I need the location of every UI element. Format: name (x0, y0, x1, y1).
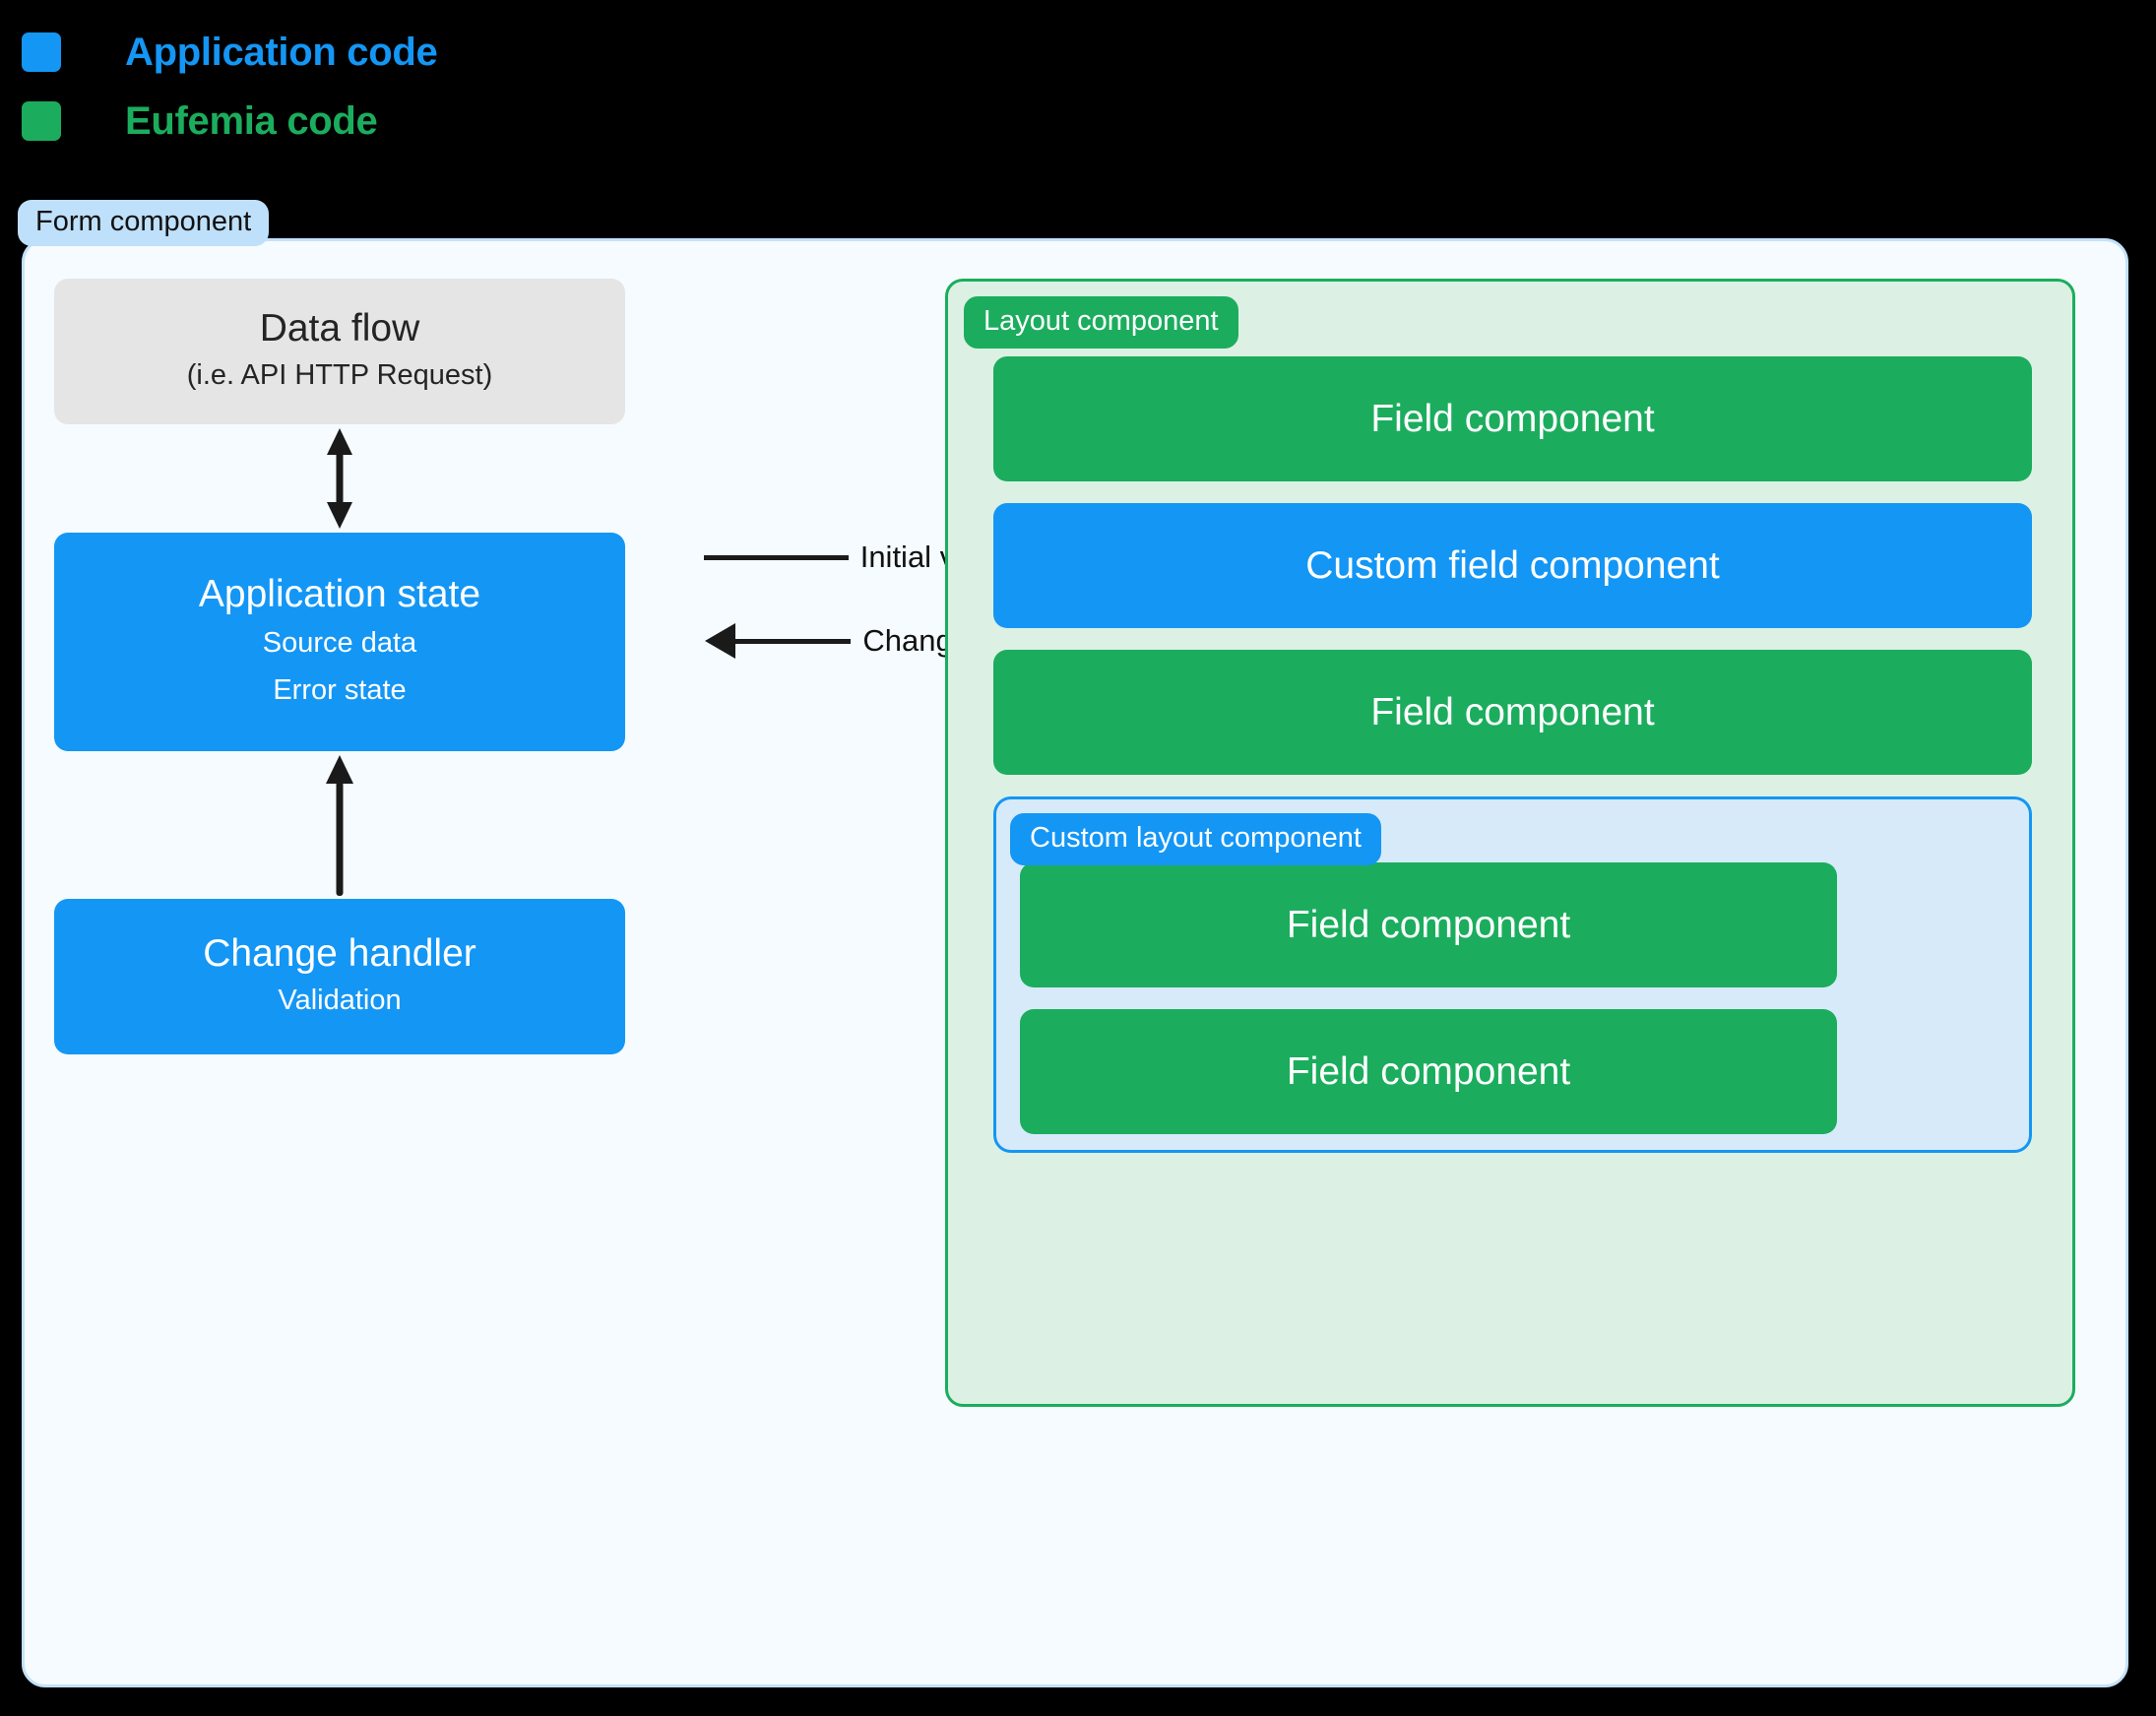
field-component-3: Field component (1020, 862, 1837, 987)
legend-swatch-application-code (22, 32, 61, 72)
arrow-line-left (704, 554, 849, 560)
node-application-state-title: Application state (198, 572, 481, 615)
custom-layout-component-children: Field component Field component (1020, 862, 1837, 1134)
layout-component-badge: Layout component (964, 296, 1238, 349)
up-arrow-icon (326, 755, 353, 896)
custom-layout-component-badge: Custom layout component (1010, 813, 1381, 865)
arrow-left-icon (705, 623, 735, 659)
field-component-2-label: Field component (1370, 690, 1655, 733)
node-change-handler-subtitle: Validation (278, 985, 402, 1017)
layout-component-children: Field component Custom field component F… (993, 356, 2032, 1153)
legend-item-eufemia-code: Eufemia code (22, 87, 437, 156)
custom-field-component-label: Custom field component (1305, 543, 1720, 587)
arrow-line-left (735, 638, 852, 644)
node-application-state-sub-2: Error state (273, 674, 407, 707)
node-change-handler: Change handler Validation (54, 899, 625, 1054)
legend-swatch-eufemia-code (22, 101, 61, 141)
legend: Application code Eufemia code (22, 18, 438, 156)
field-component-4-label: Field component (1286, 1049, 1571, 1093)
node-application-state-sub-1: Source data (262, 627, 417, 660)
double-arrow-icon (327, 428, 352, 529)
node-data-flow: Data flow (i.e. API HTTP Request) (54, 279, 625, 424)
custom-field-component: Custom field component (993, 503, 2032, 628)
form-component-badge: Form component (18, 200, 270, 246)
left-column: Data flow (i.e. API HTTP Request) Applic… (54, 279, 625, 1054)
field-component-4: Field component (1020, 1009, 1837, 1134)
node-data-flow-title: Data flow (259, 306, 420, 350)
field-component-1: Field component (993, 356, 2032, 481)
field-component-2: Field component (993, 650, 2032, 775)
node-change-handler-title: Change handler (203, 931, 476, 975)
legend-label-application-code: Application code (125, 30, 438, 74)
legend-item-application-code: Application code (22, 18, 438, 87)
connector-change-handler-to-application-state (54, 751, 625, 899)
field-component-1-label: Field component (1370, 397, 1655, 440)
legend-label-eufemia-code: Eufemia code (125, 98, 378, 143)
node-data-flow-subtitle: (i.e. API HTTP Request) (186, 359, 493, 392)
form-component-container: Data flow (i.e. API HTTP Request) Applic… (22, 238, 2128, 1687)
custom-layout-component-container: Custom layout component Field component … (993, 796, 2032, 1153)
connector-data-flow-to-application-state (54, 424, 625, 533)
layout-component-container: Layout component Field component Custom … (945, 279, 2075, 1407)
node-application-state: Application state Source data Error stat… (54, 533, 625, 751)
field-component-3-label: Field component (1286, 903, 1571, 946)
